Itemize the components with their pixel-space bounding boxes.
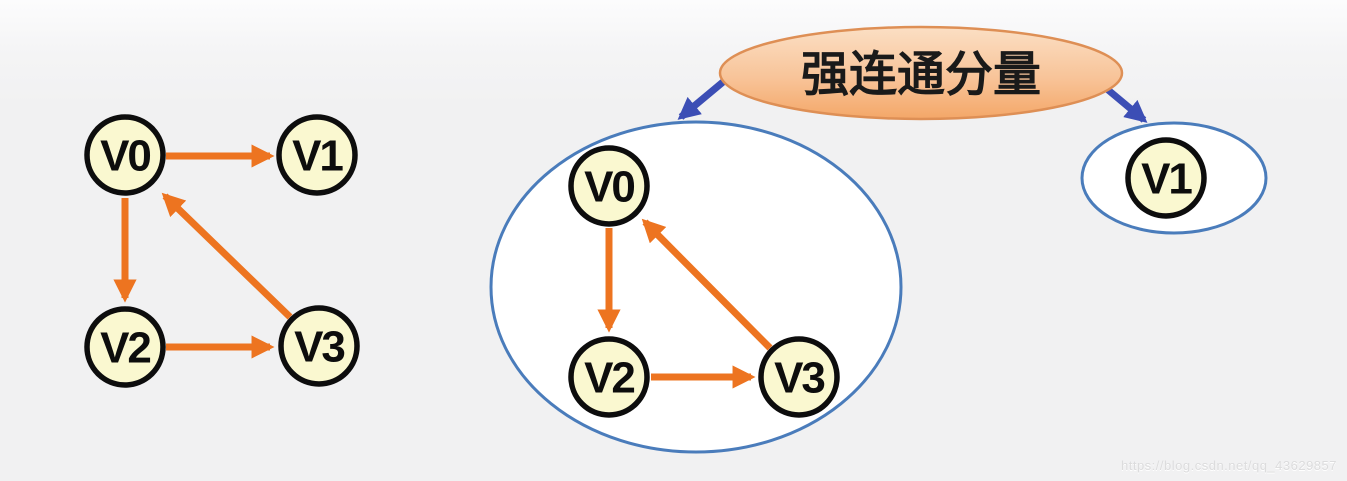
node-v1-label: V1 <box>292 131 343 180</box>
node-v2-label: V2 <box>100 323 150 372</box>
pointer-arrow-left <box>677 74 732 120</box>
scc-group-2: V1 <box>1080 121 1268 235</box>
node-v1: V1 <box>276 114 358 196</box>
scc1-node-v2-circle <box>568 336 650 418</box>
watermark-url: https://blog.csdn.net/qq_43629857 <box>1121 458 1337 473</box>
scc1-node-v0-circle <box>568 145 650 227</box>
original-graph: V0 V1 V2 V3 <box>84 114 360 388</box>
scc-oval-big <box>489 120 903 454</box>
scc1-node-v3-circle <box>758 336 840 418</box>
node-v0-circle <box>84 114 166 196</box>
scc1-node-v0-label: V0 <box>584 162 634 211</box>
node-v3-circle <box>278 305 360 387</box>
title-bubble-label: 强连通分量 <box>801 48 1041 101</box>
node-v0-label: V0 <box>100 131 150 180</box>
scc1-node-v3: V3 <box>758 336 840 418</box>
node-v0: V0 <box>84 114 166 196</box>
node-v2: V2 <box>84 306 166 388</box>
scc1-node-v3-label: V3 <box>774 353 824 402</box>
scc-annotation: 强连通分量 <box>677 25 1148 123</box>
scc2-node-v1-circle <box>1125 137 1207 219</box>
scc2-node-v1: V1 <box>1125 137 1207 219</box>
node-v3: V3 <box>278 305 360 387</box>
scc1-edge-v3-v0 <box>641 218 773 351</box>
scc2-node-v1-label: V1 <box>1141 154 1192 203</box>
scc-group-1: V0 V2 V3 <box>489 120 903 454</box>
title-bubble <box>718 25 1124 121</box>
node-v1-circle <box>276 114 358 196</box>
scc1-node-v0: V0 <box>568 145 650 227</box>
node-v3-label: V3 <box>294 322 344 371</box>
edge-v3-v0 <box>161 192 293 320</box>
node-v2-circle <box>84 306 166 388</box>
scc1-node-v2-label: V2 <box>584 353 634 402</box>
scc1-node-v2: V2 <box>568 336 650 418</box>
